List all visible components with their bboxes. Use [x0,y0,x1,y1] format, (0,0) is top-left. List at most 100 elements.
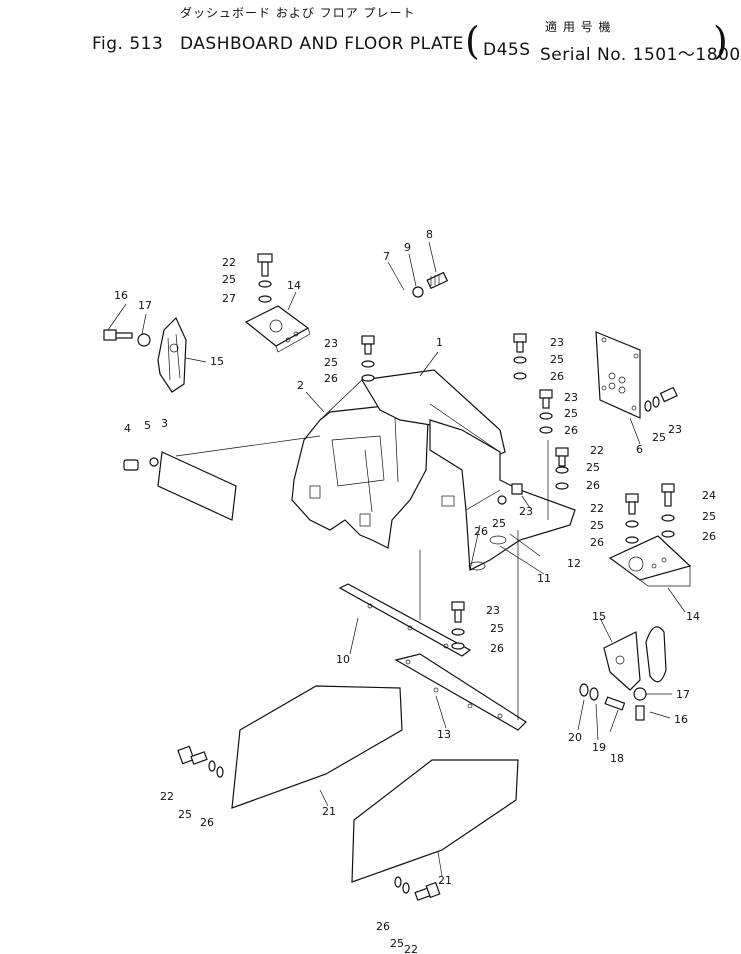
callout-26-floor-upper: 26 [200,816,214,829]
japanese-applicable-label: 適 用 号 機 [545,20,612,34]
bar-10-holes [367,603,449,649]
callout-15-left: 15 [210,355,224,368]
callout-26-stack-22: 26 [586,479,600,492]
callout-17-right: 17 [676,688,690,701]
figure-header: ダッシュボード および フロア プレート Fig. 513 DASHBOARD … [0,0,740,70]
callout-25-center: 25 [550,353,564,366]
model-name: D45S [483,40,531,60]
bolt-stack-23-lower [451,601,465,650]
figure-title: DASHBOARD AND FLOOR PLATE [180,34,464,54]
bolt-stack-plate-6 [644,386,678,412]
callout-9: 9 [404,241,411,254]
callout-23-left: 23 [324,337,338,350]
callout-25-right: 25 [564,407,578,420]
figure-number: Fig. 513 [92,34,164,54]
callout-25-lower: 25 [490,622,504,635]
bolt-stack-22-right [555,447,569,490]
callout-25-stack-24: 25 [702,510,716,523]
callout-23-dashboard: 23 [519,505,533,518]
bolt-stack-22-top-left [257,253,273,303]
callout-27: 27 [222,292,236,305]
callout-25-bracket: 25 [590,519,604,532]
callout-26-lower: 26 [490,642,504,655]
callout-22-top-left: 22 [222,256,236,269]
bracket-14-left-shape [244,305,311,353]
callout-11: 11 [537,572,551,585]
callout-26-left: 26 [324,372,338,385]
plate-6-shape [595,331,641,419]
callout-23-plate: 23 [668,423,682,436]
callout-25-stack-22: 25 [586,461,600,474]
callout-16-right: 16 [674,713,688,726]
callout-26-bracket: 26 [590,536,604,549]
callout-15-right: 15 [592,610,606,623]
callout-20: 20 [568,731,582,744]
bolt-stack-latch-left [103,329,151,347]
callout-12: 12 [567,557,581,570]
callout-17-left: 17 [138,299,152,312]
callout-7: 7 [383,250,390,263]
callout-25-floor-upper: 25 [178,808,192,821]
bolt-stack-latch-right [579,683,647,721]
floor-plate-21-upper-shape [231,685,403,809]
callout-22-floor-lower: 22 [404,943,418,954]
callout-18: 18 [610,752,624,765]
handrail [364,286,512,410]
left-parenthesis: ( [465,19,480,63]
right-parenthesis: ) [713,19,728,63]
strip-13-holes [405,659,503,719]
callout-19: 19 [592,741,606,754]
leader-3-to-dashboard [175,435,321,457]
callout-14-left: 14 [287,279,301,292]
leader-lines [107,241,686,877]
latch-15-left-shape [157,316,187,393]
callout-16-left: 16 [114,289,128,302]
bolt-stack-23-center [513,333,527,380]
bolt-4-shape [123,457,159,471]
bolt-stack-22-floor-upper [177,745,224,778]
callout-25-dashboard: 25 [492,517,506,530]
floor-plate-21-lower-shape [351,759,519,883]
japanese-title: ダッシュボード および フロア プレート [180,6,416,20]
bolt-8-shape [426,271,449,290]
callout-6: 6 [636,443,643,456]
callout-14-right: 14 [686,610,700,623]
bracket-14-right-shape [608,535,692,587]
callout-22-bracket: 22 [590,502,604,515]
callout-23-lower: 23 [486,604,500,617]
bolt-stack-23-left [361,335,375,382]
callout-4: 4 [124,422,131,435]
callout-22-floor-upper: 22 [160,790,174,803]
callout-26-stack-24: 26 [702,530,716,543]
callout-23-center: 23 [550,336,564,349]
callout-25-plate: 25 [652,431,666,444]
callout-2: 2 [297,379,304,392]
serial-range: Serial No. 1501～1800 [540,45,741,65]
callout-22-right: 22 [590,444,604,457]
callout-26-center: 26 [550,370,564,383]
callout-10: 10 [336,653,350,666]
callout-23-right: 23 [564,391,578,404]
latch-15-right-shape [603,626,667,691]
callout-5: 5 [144,419,151,432]
washer-9-shape [412,286,424,298]
callout-24: 24 [702,489,716,502]
bolt-stack-22-floor-lower [394,876,441,901]
callout-25-left: 25 [324,356,338,369]
bolt-stack-23-right [539,389,553,434]
callout-labels: 1 2 3 4 5 6 7 8 9 10 11 12 13 14 14 15 1… [114,228,716,954]
callout-21-upper: 21 [322,805,336,818]
callout-26-floor-lower: 26 [376,920,390,933]
cover-plate-3-shape [157,451,237,521]
callout-3: 3 [161,417,168,430]
bolt-stack-22-bracket [625,493,639,544]
callout-13: 13 [437,728,451,741]
bolt-23-dashboard [497,483,523,505]
strip-13-shape [394,653,527,731]
dashboard-body [291,369,576,571]
callout-1: 1 [436,336,443,349]
plate-6-holes [601,337,639,411]
callout-26-dashboard: 26 [474,525,488,538]
callout-26-right: 26 [564,424,578,437]
